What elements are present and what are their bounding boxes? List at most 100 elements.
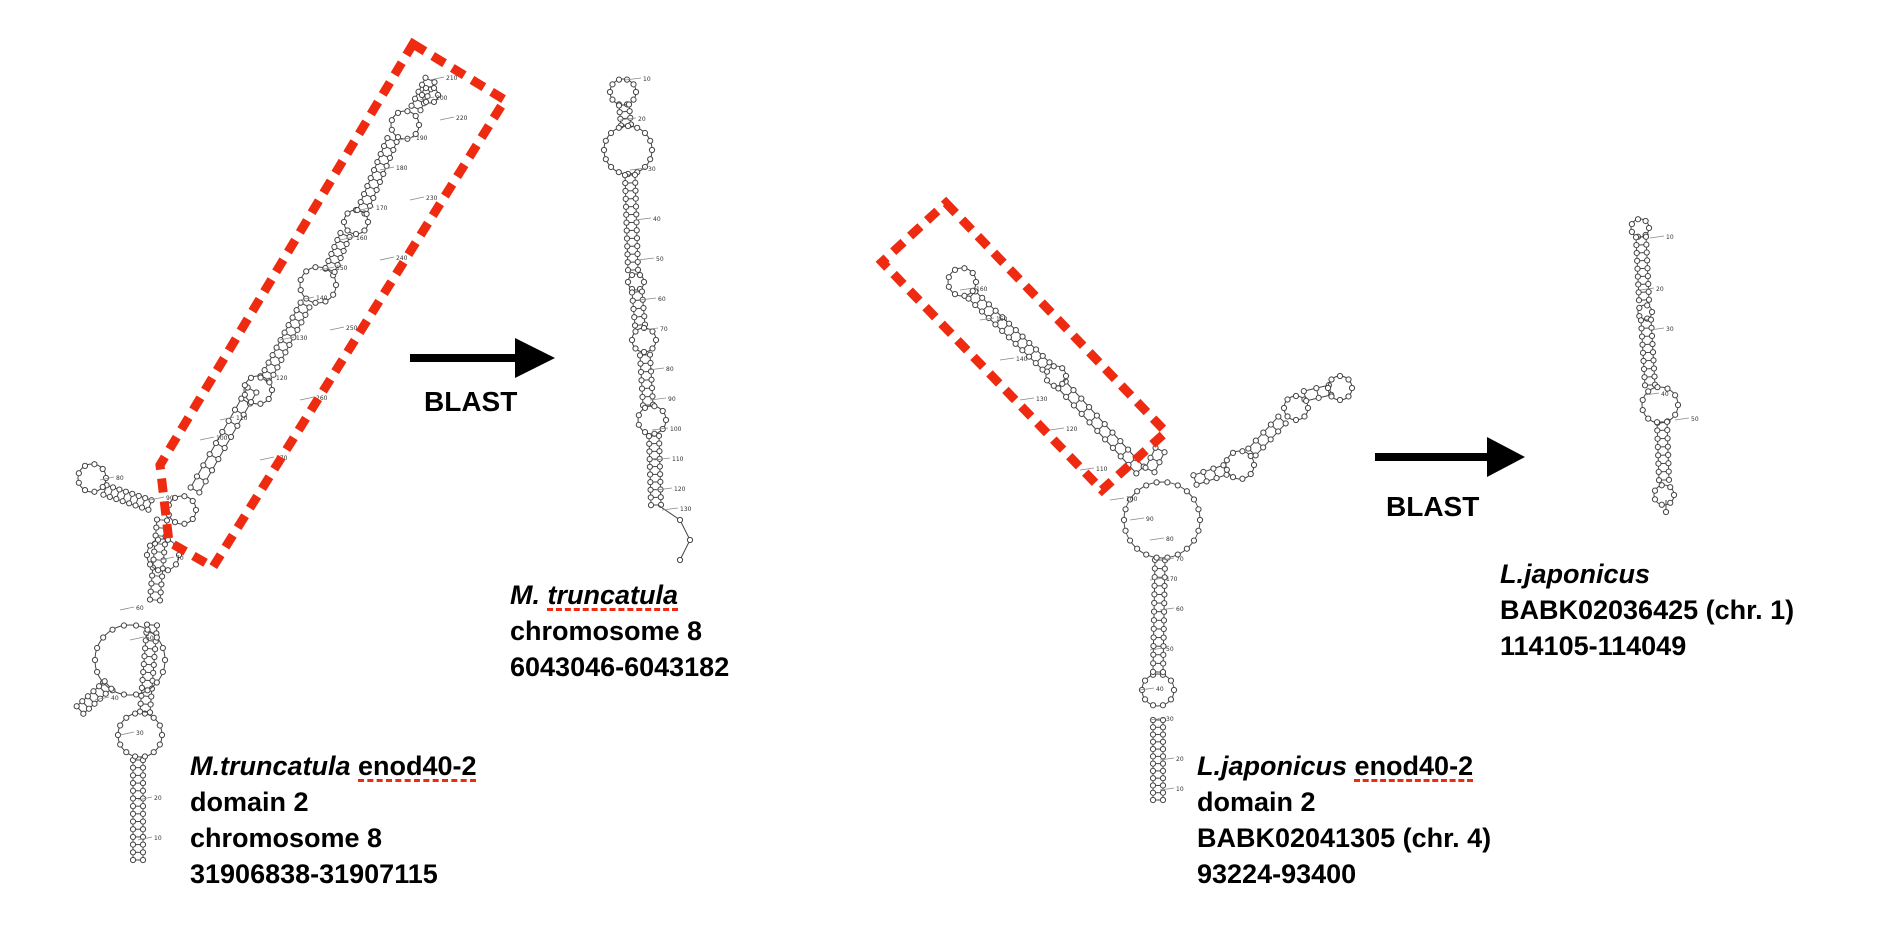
nucleotide [1151,599,1158,607]
position-marker: 60 [136,605,144,612]
nucleotide [143,551,151,559]
nucleotide [1012,327,1019,334]
nucleotide [600,146,608,154]
nucleotide [120,622,128,629]
position-marker: 10 [1666,234,1674,241]
nucleotide [1654,384,1661,391]
nucleotide [129,490,136,497]
nucleotide [1648,324,1655,331]
marker-tick [137,836,153,841]
nucleotide [91,488,98,495]
position-marker: 130 [680,506,692,513]
nucleotide [1150,651,1157,658]
nucleotide [1667,484,1674,491]
position-marker: 120 [276,375,288,382]
backbone [366,141,398,215]
nucleotide [363,210,370,218]
nucleotide [1655,460,1662,467]
nucleotide [1142,464,1149,471]
nucleotide [641,163,649,171]
nucleotide [615,124,622,131]
position-marker: 80 [666,366,674,373]
nucleotide [1280,404,1288,412]
highlight-box-lj [875,196,1173,497]
nucleotide [1143,482,1150,489]
position-marker: 30 [1666,326,1674,333]
nucleotide [1628,228,1635,236]
nucleotide [1126,496,1134,503]
nucleotide [640,278,648,286]
blast-label-1: BLAST [424,386,518,417]
nucleotide [1635,297,1643,304]
nucleotide [312,299,319,306]
marker-tick [661,507,679,511]
species-name: M.truncatula [190,751,351,781]
species-name: L.japonicus [1197,751,1348,781]
backbone [190,387,249,488]
nucleotide [632,328,639,335]
nucleotide [136,708,144,715]
nucleotide [992,307,999,314]
nucleotide [91,700,98,707]
nucleotide [634,266,642,273]
nucleotide [1664,427,1671,434]
nucleotide [1195,506,1202,513]
nucleotide [1120,516,1128,524]
nucleotide [163,517,171,524]
nucleotide [1247,452,1254,460]
nucleotide [386,154,394,162]
nucleotide [627,114,634,121]
nucleotide [181,520,188,527]
nucleotide [999,314,1006,321]
nucleotide [1159,782,1167,789]
nucleotide [1651,487,1659,494]
nucleotide [1634,216,1642,223]
nucleotide [157,589,164,596]
backbone [1196,474,1227,486]
nucleotide [1639,341,1646,348]
nucleotide [1303,397,1310,404]
nucleotide [1275,428,1282,435]
nucleotide [636,352,644,359]
nucleotide [630,96,637,103]
nucleotide [646,448,653,455]
nucleotide [132,502,139,509]
nucleotide [139,803,147,810]
position-marker: 150 [996,316,1008,323]
nucleotide [144,626,151,633]
nucleotide [1032,360,1039,367]
nucleotide [1141,696,1149,703]
nucleotide [151,653,158,661]
nucleotide [1220,462,1227,469]
nucleotide [624,251,631,258]
nucleotide [1641,374,1648,381]
nucleotide [622,179,629,187]
nucleotide [1183,545,1190,552]
nucleotide [202,478,209,485]
nucleotide [129,803,137,810]
nucleotide [1149,724,1157,731]
position-marker: 180 [396,165,408,172]
position-marker: 40 [111,695,119,702]
nucleotide [1005,334,1013,341]
marker-tick [1049,427,1065,431]
nucleotide [623,211,630,218]
position-marker: 80 [1166,536,1174,543]
nucleotide [1663,418,1671,425]
nucleotide [139,833,147,841]
nucleotide [1643,241,1650,248]
nucleotide [1159,724,1167,731]
nucleotide [1654,443,1661,451]
marker-tick [1149,577,1165,581]
nucleotide [1336,372,1344,380]
position-marker: 50 [146,635,154,642]
nucleotide [123,749,130,756]
nucleotide [657,494,664,501]
nucleotide [1174,551,1181,558]
nucleotide [150,714,157,721]
species-name: L.japonicus [1500,559,1651,589]
nucleotide [297,276,304,284]
nucleotide [647,471,654,478]
